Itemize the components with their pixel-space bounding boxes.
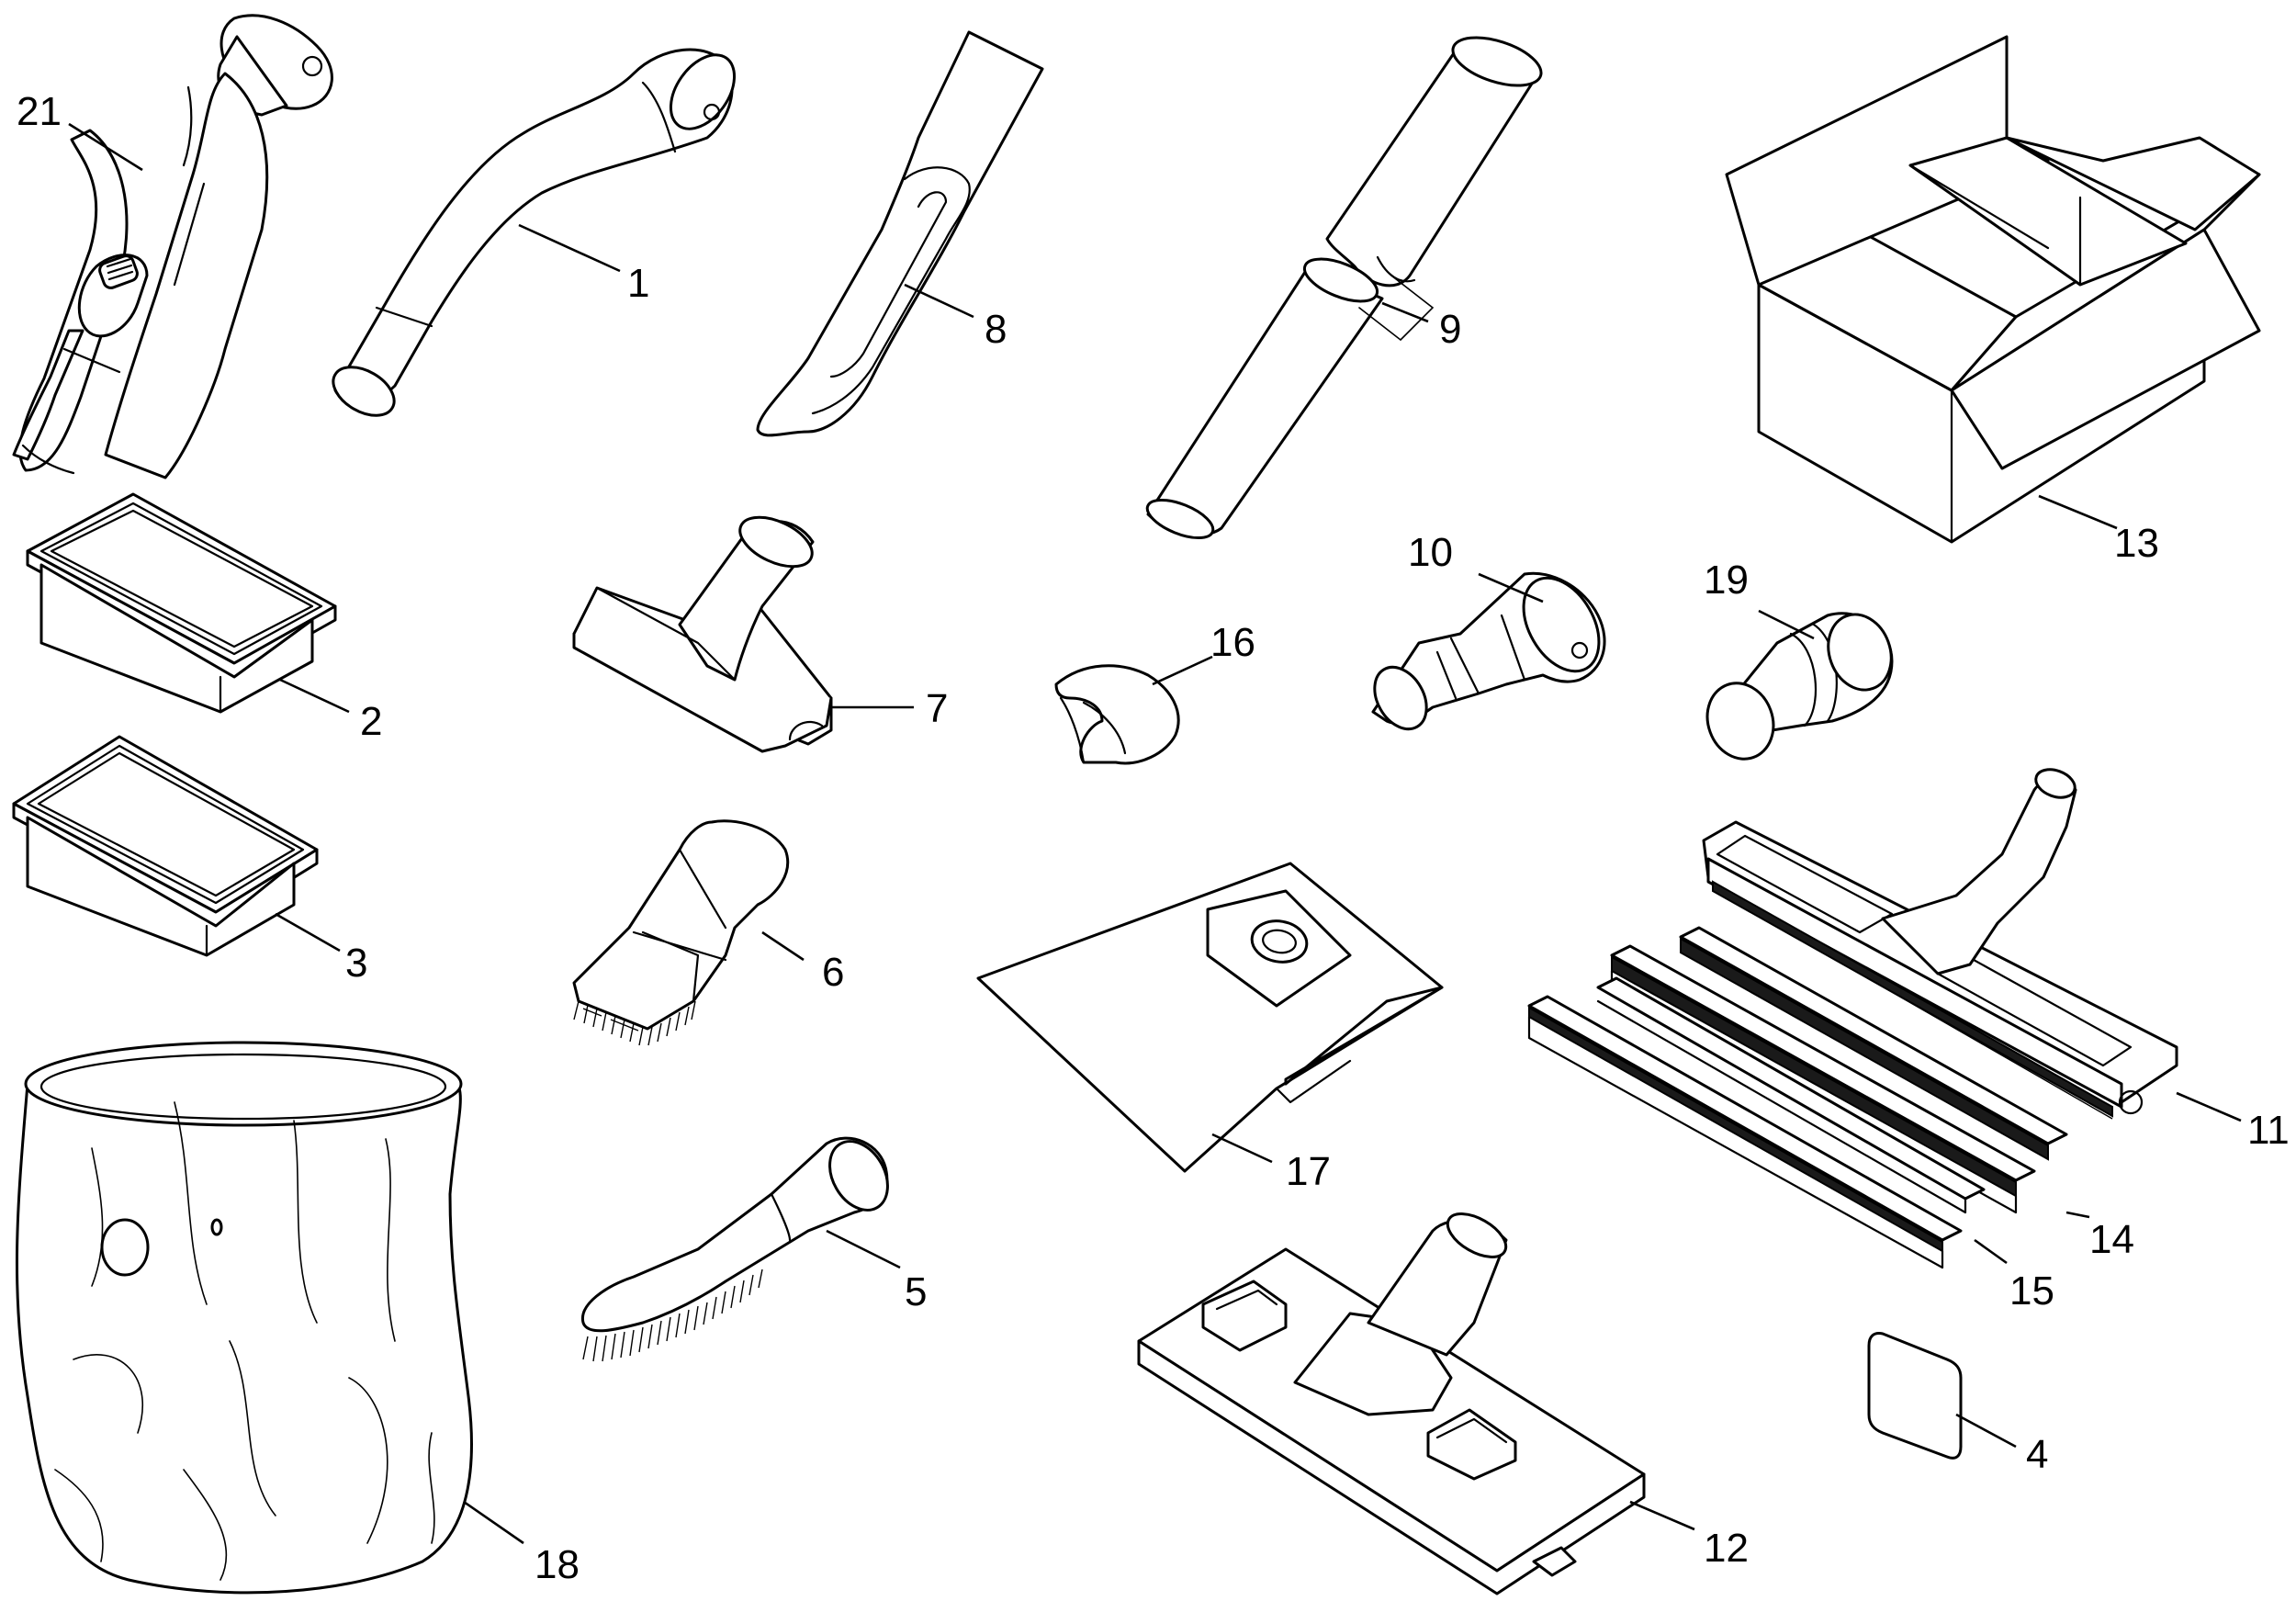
leader-lines bbox=[68, 122, 2242, 1545]
leader-3 bbox=[275, 912, 341, 953]
callout-21: 21 bbox=[17, 89, 62, 134]
callout-11: 11 bbox=[2247, 1108, 2290, 1153]
callout-13: 13 bbox=[2114, 521, 2159, 566]
callout-17: 17 bbox=[1286, 1149, 1331, 1194]
part-13-carton bbox=[1725, 35, 2261, 544]
callout-3: 3 bbox=[345, 941, 367, 986]
part-2-flat-filter bbox=[26, 492, 337, 714]
leader-11 bbox=[2176, 1091, 2242, 1122]
leader-16 bbox=[1152, 655, 1213, 686]
callout-6: 6 bbox=[822, 950, 844, 995]
leader-8 bbox=[904, 283, 974, 319]
leader-6 bbox=[761, 930, 805, 962]
callout-4: 4 bbox=[2026, 1432, 2048, 1477]
part-5-suction-brush bbox=[581, 1136, 889, 1362]
part-19-adapter bbox=[1705, 612, 1894, 761]
callout-15: 15 bbox=[2009, 1268, 2054, 1313]
leader-15 bbox=[1974, 1238, 2008, 1265]
part-4-plate bbox=[1867, 1332, 1963, 1460]
leader-19 bbox=[1758, 609, 1815, 640]
callout-2: 2 bbox=[360, 699, 382, 744]
leader-4 bbox=[1955, 1413, 2017, 1449]
part-6-upholstery-brush bbox=[572, 819, 790, 1046]
part-7-wet-nozzle bbox=[572, 515, 833, 753]
part-21-handle-with-slider bbox=[12, 14, 333, 479]
callout-10: 10 bbox=[1408, 530, 1453, 575]
callout-16: 16 bbox=[1210, 620, 1255, 665]
callout-19: 19 bbox=[1704, 558, 1749, 603]
callout-14: 14 bbox=[2089, 1217, 2134, 1262]
part-17-paper-filter-bag bbox=[976, 862, 1444, 1173]
leader-21 bbox=[68, 122, 143, 172]
part-11-floor-nozzle bbox=[1702, 768, 2178, 1120]
callout-18: 18 bbox=[535, 1542, 580, 1587]
leader-9 bbox=[1381, 301, 1429, 323]
callout-1: 1 bbox=[627, 261, 649, 306]
leader-17 bbox=[1211, 1133, 1273, 1164]
part-15-rubber-strips bbox=[1527, 976, 1986, 1269]
leader-5 bbox=[826, 1229, 901, 1269]
leader-2 bbox=[279, 678, 350, 714]
part-14-brush-strips bbox=[1610, 926, 2068, 1214]
callout-9: 9 bbox=[1439, 307, 1461, 352]
part-16-clip bbox=[1054, 664, 1180, 765]
part-12-floor-nozzle bbox=[1137, 1212, 1646, 1595]
part-1-bend bbox=[332, 48, 737, 417]
callout-7: 7 bbox=[926, 686, 948, 731]
part-3-flat-filter bbox=[12, 735, 319, 957]
leader-12 bbox=[1629, 1500, 1695, 1531]
leader-18 bbox=[463, 1500, 524, 1545]
part-18-fleece-filter-bag bbox=[15, 1041, 473, 1595]
part-10-adapter bbox=[1371, 571, 1606, 731]
leader-14 bbox=[2065, 1211, 2090, 1219]
callout-5: 5 bbox=[905, 1269, 927, 1314]
leader-10 bbox=[1478, 572, 1544, 603]
leader-1 bbox=[518, 223, 621, 273]
part-9-suction-tubes bbox=[1145, 36, 1543, 540]
leader-13 bbox=[2038, 494, 2118, 530]
callout-8: 8 bbox=[985, 307, 1007, 352]
part-8-crevice-nozzle bbox=[756, 30, 1044, 437]
callouts: 21 1 8 9 13 2 3 7 16 10 19 6 17 11 14 15… bbox=[17, 89, 2290, 1587]
callout-12: 12 bbox=[1704, 1526, 1749, 1571]
